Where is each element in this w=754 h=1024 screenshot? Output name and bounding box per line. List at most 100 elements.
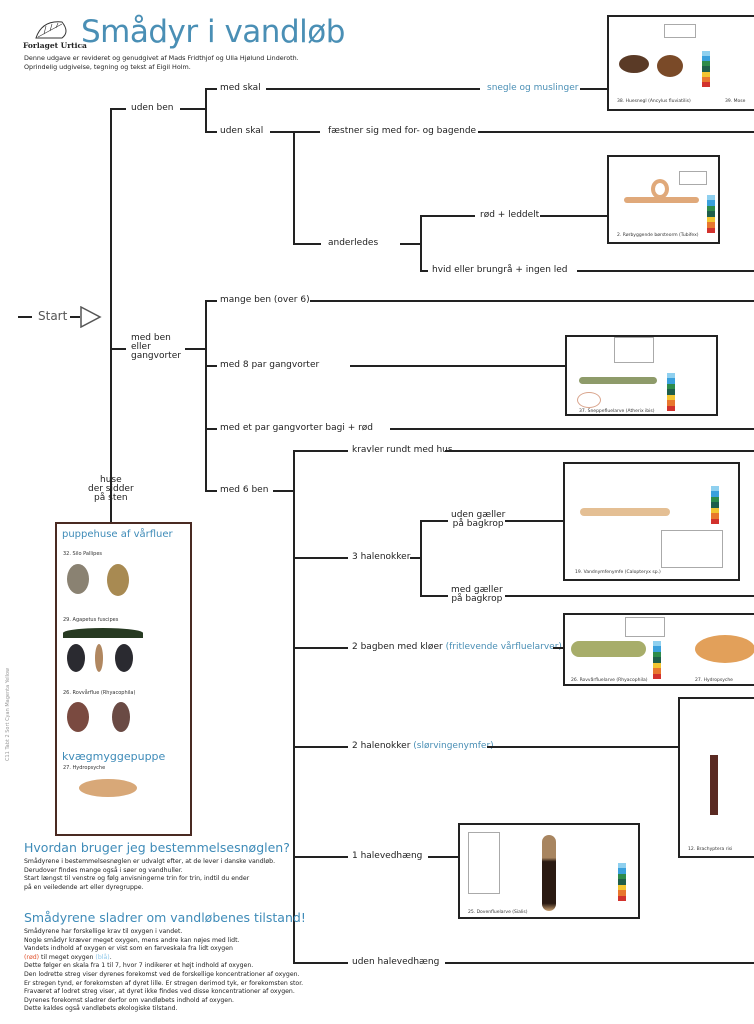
node-tre-hale[interactable]: 3 halenokker — [352, 552, 411, 562]
node-anderledes[interactable]: anderledes — [328, 238, 379, 248]
label: huse — [100, 475, 122, 485]
scale-band — [702, 61, 710, 67]
card-rhyacophila[interactable]: 26. Rovvårfluelarve (Rhyacophila) 27. Hy… — [563, 613, 754, 686]
branch-line — [390, 428, 754, 430]
publisher-logo — [32, 18, 74, 42]
node-en-hale[interactable]: 1 halevedhæng — [352, 851, 423, 861]
scale-band — [667, 383, 675, 390]
card-atherix[interactable]: 37. Sneppefluelarve (Atherix ibis) — [565, 335, 718, 416]
text-line: Smådyrene i bestemmelsesnøglen er udvalg… — [24, 858, 276, 865]
card-huesnegl[interactable]: 38. Huesnegl (Ancylus fluviatilis) 39. M… — [607, 15, 754, 111]
nymph-image — [710, 755, 718, 815]
note: (slørvingenymfer) — [413, 741, 494, 751]
caption: 39. Mose — [725, 99, 746, 104]
node-otte-par[interactable]: med 8 par gangvorter — [220, 360, 320, 370]
scale-band — [711, 502, 719, 508]
card-brachyptera[interactable]: 12. Brachyptera risi — [678, 697, 754, 858]
branch-line — [110, 348, 126, 350]
larva-image — [571, 641, 646, 657]
node-faestner[interactable]: fæstner sig med for- og bagende — [328, 126, 477, 136]
branch-line — [293, 557, 348, 559]
blue-label: (blå) — [95, 953, 110, 961]
case-label: 27. Hydropsyche — [63, 765, 106, 771]
scale-band — [653, 641, 661, 647]
oxygen-scale — [707, 195, 715, 233]
card-calopteryx[interactable]: 19. Vandnymfenymfe (Calopteryx sp.) — [563, 462, 740, 581]
branch-line — [487, 746, 678, 748]
node-uden-skal[interactable]: uden skal — [220, 126, 264, 136]
howto-title: Hvordan bruger jeg bestemmelsesnøglen? — [24, 840, 290, 855]
scale-band — [711, 518, 719, 524]
branch-line — [478, 131, 754, 133]
node-snegle[interactable]: snegle og muslinger — [487, 83, 579, 93]
branch-line — [293, 856, 348, 858]
print-marks: C11 Tabt 2 Sort Cyan Magenta Yellow — [5, 667, 11, 761]
label: gangvorter — [131, 351, 181, 361]
caption: 25. Dovenfluelarve (Sialis) — [468, 910, 528, 915]
branch-line — [420, 215, 422, 272]
caption: 37. Sneppefluelarve (Atherix ibis) — [579, 409, 655, 414]
label: med ben — [131, 333, 171, 343]
branch-line — [205, 300, 217, 302]
node-seks-ben[interactable]: med 6 ben — [220, 485, 269, 495]
node-et-par[interactable]: med et par gangvorter bagi + rød — [220, 423, 374, 433]
scale-band — [667, 405, 675, 411]
label: uden gæller — [451, 510, 506, 520]
text-line: Dyrenes forekomst sladrer derfor om vand… — [24, 996, 234, 1004]
branch-line — [270, 131, 320, 133]
branch-line — [420, 595, 448, 597]
scale-band — [711, 496, 719, 503]
thumbnail — [625, 617, 665, 637]
branch-line — [205, 300, 207, 492]
oxygen-scale — [711, 486, 719, 524]
scale-band — [711, 486, 719, 492]
node-kravler[interactable]: kravler rundt med hus — [352, 445, 453, 455]
branch-line — [580, 88, 607, 90]
text-line: Vandets indhold af oxygen er vist som en… — [24, 945, 233, 953]
node-roed[interactable]: rød + leddelt — [480, 210, 540, 220]
node-hvid[interactable]: hvid eller brungrå + ingen led — [432, 265, 568, 275]
node-med-skal[interactable]: med skal — [220, 83, 261, 93]
scale-band — [618, 895, 626, 901]
oxygen-title: Smådyrene sladrer om vandløbenes tilstan… — [24, 910, 306, 925]
scale-band — [653, 646, 661, 652]
label: 2 halenokker — [352, 741, 411, 751]
thumbnail — [664, 24, 696, 38]
branch-line — [110, 505, 112, 522]
node-uden-hale[interactable]: uden halevedhæng — [352, 957, 440, 967]
scale-band — [707, 211, 715, 217]
node-to-bagben[interactable]: 2 bagben med kløer (fritlevende vårfluel… — [352, 642, 562, 652]
scale-band — [702, 56, 710, 62]
branch-line — [410, 557, 420, 559]
caddis-cases-panel: puppehuse af vårfluer 32. Silo Pallipes … — [55, 522, 192, 836]
oxygen-text: Smådyrene har forskellige krav til oxyge… — [24, 928, 303, 1014]
thumbnail — [614, 337, 654, 363]
node-to-hale[interactable]: 2 halenokker (slørvingenymfer) — [352, 741, 494, 751]
caption: 19. Vandnymfenymfe (Calopteryx sp.) — [575, 570, 661, 575]
node-uden-ben[interactable]: uden ben — [131, 103, 174, 113]
case-label: 26. Rovvårflue (Rhyacophila) — [63, 690, 136, 696]
label: på bagkrop — [451, 594, 503, 604]
text-line: Smådyrene har forskellige krav til oxyge… — [24, 928, 183, 935]
case-image — [107, 564, 129, 596]
scale-band — [667, 378, 675, 384]
branch-line — [505, 520, 563, 522]
branch-line — [205, 490, 217, 492]
card-sialis[interactable]: 25. Dovenfluelarve (Sialis) — [458, 823, 640, 919]
scale-band — [707, 216, 715, 223]
node-mange-ben[interactable]: mange ben (over 6) — [220, 295, 310, 305]
thumbnail — [679, 171, 707, 185]
branch-line — [293, 746, 348, 748]
larva-image — [579, 377, 657, 384]
branch-line — [205, 131, 217, 133]
start-label: Start — [38, 309, 68, 323]
branch-line — [505, 595, 754, 597]
scale-band — [653, 662, 661, 669]
card-tubifex[interactable]: 2. Rørbyggende børsteorm (Tubifex) — [607, 155, 720, 244]
branch-line — [350, 365, 565, 367]
scale-band — [653, 673, 661, 679]
